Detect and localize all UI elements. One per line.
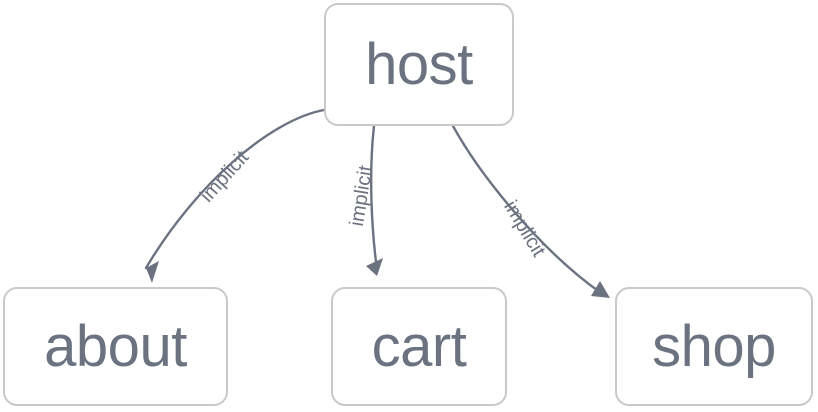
arrowhead-host-cart (366, 258, 383, 276)
node-label-shop: shop (652, 313, 776, 379)
arrowhead-host-shop (591, 281, 610, 298)
node-shop[interactable]: shop (615, 287, 813, 406)
node-label-host: host (365, 31, 473, 97)
arrowhead-host-about (146, 261, 159, 283)
node-about[interactable]: about (3, 287, 228, 406)
edge-path-host-shop (451, 124, 603, 295)
node-cart[interactable]: cart (331, 287, 507, 406)
edge-path-host-cart (369, 124, 379, 272)
node-host[interactable]: host (324, 3, 514, 126)
node-label-about: about (44, 313, 187, 379)
edge-host-shop[interactable] (451, 124, 610, 298)
edge-host-about[interactable] (144, 108, 326, 283)
node-label-cart: cart (371, 313, 467, 379)
edge-host-cart[interactable] (366, 124, 383, 276)
edge-path-host-about (144, 108, 326, 270)
